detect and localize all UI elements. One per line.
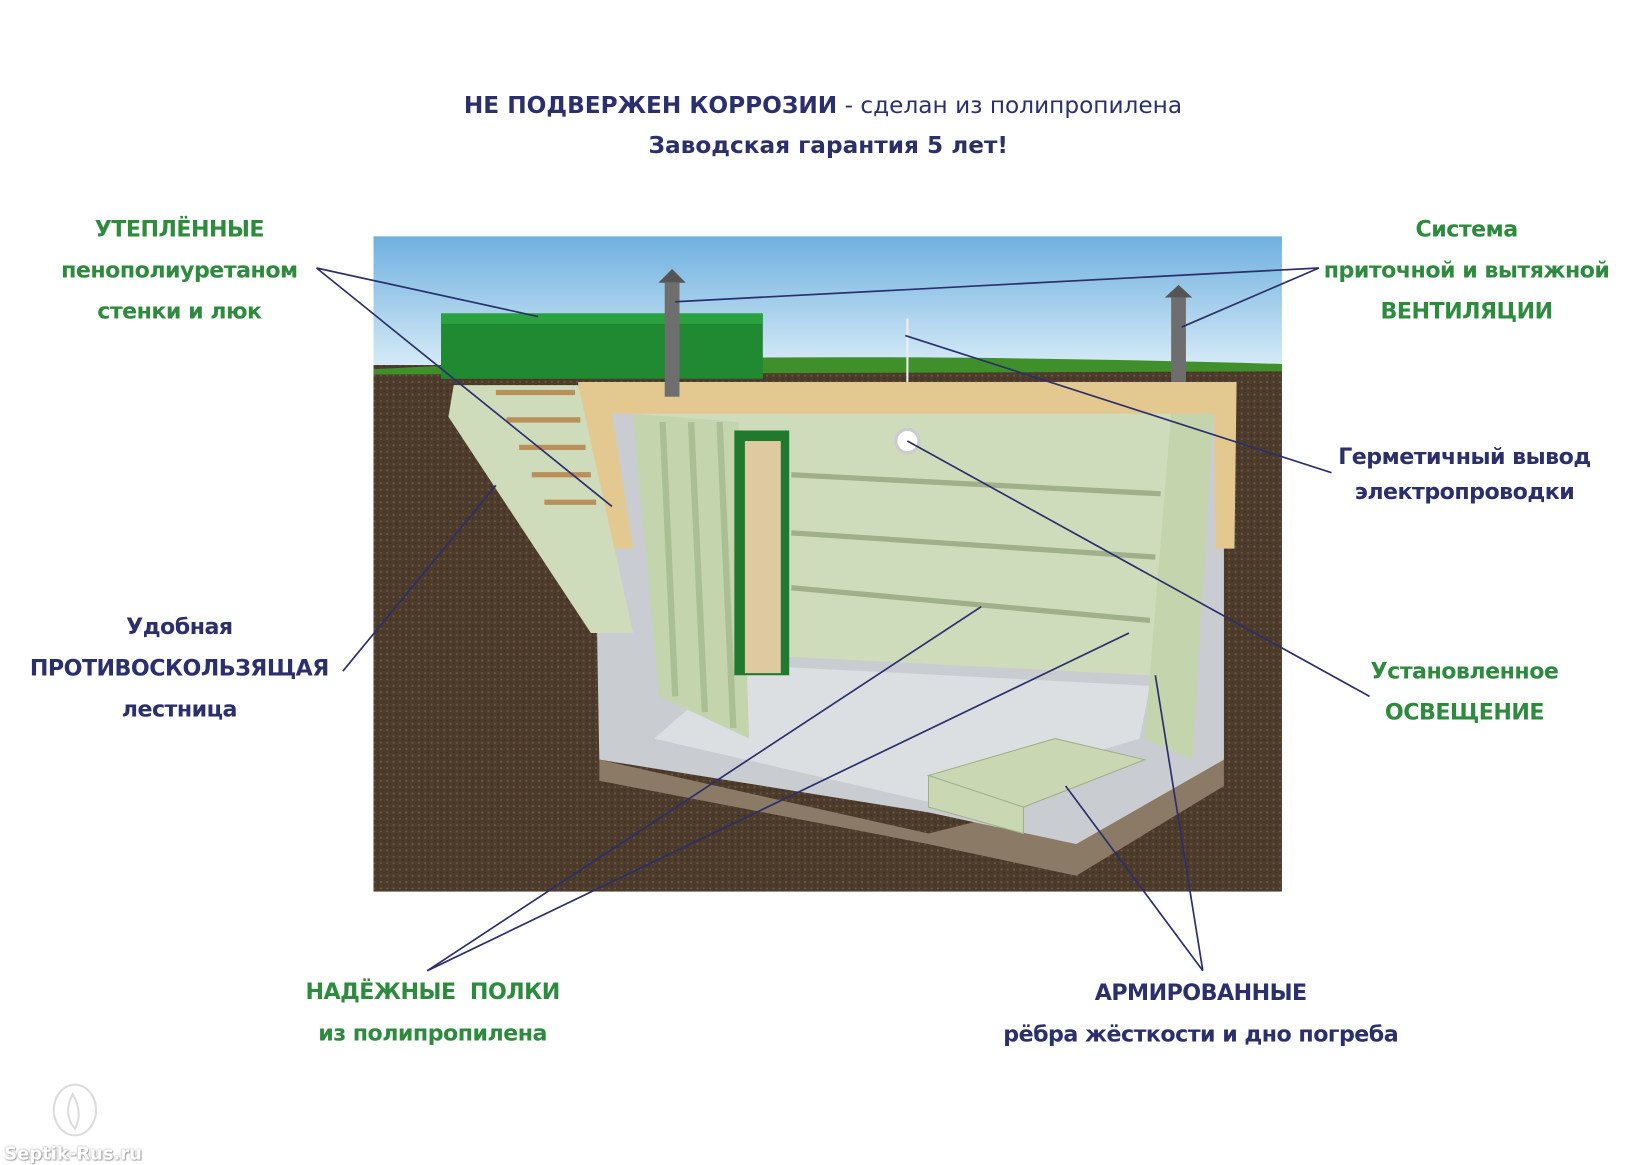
header-material: - сделан из полипропилена [837,92,1183,120]
ladder [495,389,597,505]
callout-lighting-title: ОСВЕЩЕНИЕ [1384,699,1545,725]
callout-lighting-line1: Установленное [1370,658,1559,684]
vent-cap-intake [658,269,686,283]
callout-wiring-line2: электропроводки [1354,479,1575,505]
hatch [441,313,763,379]
insulated-lid [578,381,1235,414]
callout-ladder-line3: лестница [121,696,238,722]
callout-shelves-line2: из полипропилена [318,1020,547,1046]
insulated-wall-right [1213,381,1237,549]
callout-insulated-title: УТЕПЛЁННЫЕ [94,216,265,242]
callout-ribs-line2: рёбра жёсткости и дно погреба [1003,1021,1399,1047]
callout-insulated-line3: стенки и люк [97,298,262,324]
callout-ribs: АРМИРОВАННЫЕ рёбра жёсткости и дно погре… [1003,973,1398,1055]
callout-insulated-line2: пенополиуретаном [61,257,298,283]
callout-ventilation-line2: приточной и вытяжной [1323,257,1610,283]
callout-shelves: НАДЁЖНЫЕ ПОЛКИ из полипропилена [305,972,560,1054]
vent-pipe-intake [664,282,680,397]
right-wall [1144,413,1214,760]
vent-cap-exhaust [1164,284,1193,298]
leader-lines [315,267,1370,972]
leaf-logo-icon [52,1083,98,1137]
hatch-top [441,313,763,324]
callout-ventilation-title: ВЕНТИЛЯЦИИ [1380,298,1554,324]
callout-ribs-title: АРМИРОВАННЫЕ [1094,980,1307,1006]
callout-insulated: УТЕПЛЁННЫЕ пенополиуретаном стенки и люк [61,209,298,332]
header-no-corrosion: НЕ ПОДВЕРЖЕН КОРРОЗИИ [463,92,838,120]
vent-pipe-exhaust [1171,297,1186,382]
callout-wiring: Герметичный вывод электропроводки [1338,440,1591,510]
header-warranty: Заводская гарантия 5 лет! [648,132,1009,160]
left-ribs [659,421,737,729]
callout-wiring-line1: Герметичный вывод [1338,444,1591,470]
watermark: Septik-Rus.ru [4,1143,142,1165]
callout-shelves-title: НАДЁЖНЫЕ ПОЛКИ [305,979,560,1005]
floor-grid [926,738,1147,835]
header-line-1: НЕ ПОДВЕРЖЕН КОРРОЗИИ - сделан из полипр… [464,93,1182,119]
callout-ventilation-line1: Система [1415,216,1518,242]
callout-ladder-line1: Удобная [126,614,233,640]
gravel-base [599,759,1224,876]
callout-lighting: Установленное ОСВЕЩЕНИЕ [1371,651,1559,733]
stair-shaft [448,385,634,634]
callout-ladder-title: ПРОТИВОСКОЛЬЗЯЩАЯ [29,655,329,681]
insulated-wall-left [578,381,634,549]
callout-ladder: Удобная ПРОТИВОСКОЛЬЗЯЩАЯ лестница [30,607,329,730]
callout-ventilation: Система приточной и вытяжной ВЕНТИЛЯЦИИ [1324,209,1610,332]
door-opening [744,441,781,674]
shelves [791,472,1161,624]
